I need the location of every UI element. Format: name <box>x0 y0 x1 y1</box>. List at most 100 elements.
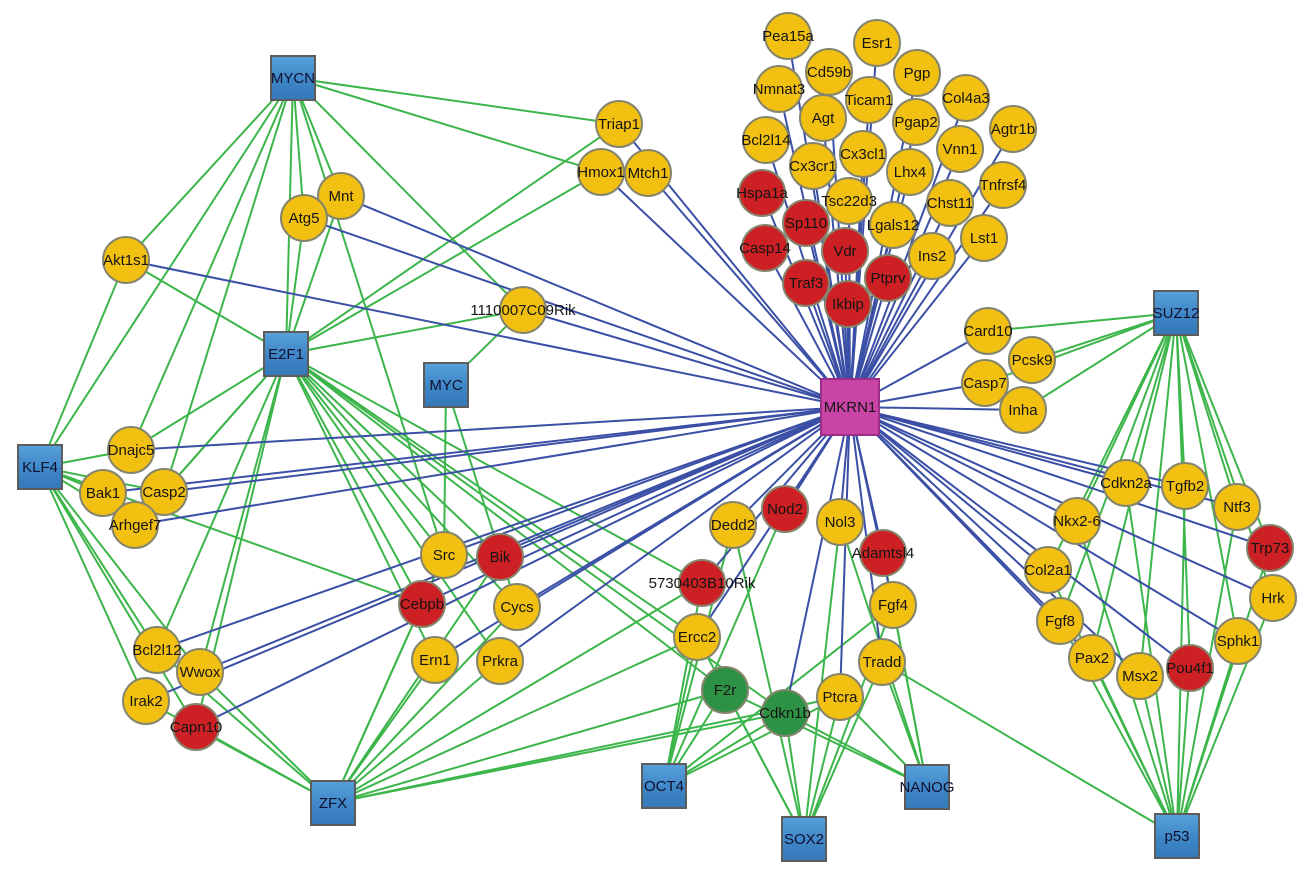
node-SUZ12[interactable]: SUZ12 <box>1153 290 1199 336</box>
edge-p53-Pax2 <box>1091 657 1178 837</box>
node-Pcsk9[interactable]: Pcsk9 <box>1008 336 1056 384</box>
node-label-Mnt: Mnt <box>328 187 354 205</box>
node-label-Lst1: Lst1 <box>969 229 999 247</box>
node-Ercc2[interactable]: Ercc2 <box>673 613 721 661</box>
node-Hmox1[interactable]: Hmox1 <box>577 148 625 196</box>
node-Trp73[interactable]: Trp73 <box>1246 524 1294 572</box>
node-Cebpb[interactable]: Cebpb <box>398 580 446 628</box>
node-E2F1[interactable]: E2F1 <box>263 331 309 377</box>
node-Sphk1[interactable]: Sphk1 <box>1214 617 1262 665</box>
node-Tradd[interactable]: Tradd <box>858 638 906 686</box>
node-Bik[interactable]: Bik <box>476 533 524 581</box>
node-label-Hmox1: Hmox1 <box>577 163 625 181</box>
node-Ikbip[interactable]: Ikbip <box>824 280 872 328</box>
node-Ptcra[interactable]: Ptcra <box>816 673 864 721</box>
node-Tsc22d3[interactable]: Tsc22d3 <box>821 177 877 225</box>
node-Irak2[interactable]: Irak2 <box>122 677 170 725</box>
node-Akt1s1[interactable]: Akt1s1 <box>102 236 150 284</box>
node-p53[interactable]: p53 <box>1154 813 1200 859</box>
node-Bcl2l14[interactable]: Bcl2l14 <box>741 116 791 164</box>
node-Nkx2-6[interactable]: Nkx2-6 <box>1053 497 1101 545</box>
node-F2r[interactable]: F2r <box>701 666 749 714</box>
node-MKRN1[interactable]: MKRN1 <box>820 378 880 436</box>
node-Pou4f1[interactable]: Pou4f1 <box>1166 644 1214 692</box>
node-Src[interactable]: Src <box>420 531 468 579</box>
node-Pax2[interactable]: Pax2 <box>1068 634 1116 682</box>
node-Pgap2[interactable]: Pgap2 <box>892 98 940 146</box>
node-OCT4[interactable]: OCT4 <box>641 763 687 809</box>
node-label-SUZ12: SUZ12 <box>1152 304 1200 322</box>
node-Casp14[interactable]: Casp14 <box>739 224 791 272</box>
node-MYCN[interactable]: MYCN <box>270 55 316 101</box>
edge-ZFX-Bik <box>332 556 501 804</box>
node-Lst1[interactable]: Lst1 <box>960 214 1008 262</box>
node-label-Bcl2l14: Bcl2l14 <box>741 131 791 149</box>
node-Pgp[interactable]: Pgp <box>893 49 941 97</box>
node-Lgals12[interactable]: Lgals12 <box>867 201 919 249</box>
node-Col2a1[interactable]: Col2a1 <box>1024 546 1072 594</box>
edge-MKRN1-Pou4f1 <box>849 406 1191 669</box>
node-Col4a3[interactable]: Col4a3 <box>942 74 990 122</box>
node-Tnfrsf4[interactable]: Tnfrsf4 <box>979 161 1027 209</box>
node-label-Tnfrsf4: Tnfrsf4 <box>979 176 1027 194</box>
node-Cdkn2a[interactable]: Cdkn2a <box>1100 459 1152 507</box>
node-Msx2[interactable]: Msx2 <box>1116 652 1164 700</box>
node-Inha[interactable]: Inha <box>999 386 1047 434</box>
node-Rik1110007C09[interactable]: 1110007C09Rik <box>470 286 576 334</box>
node-Tgfb2[interactable]: Tgfb2 <box>1161 462 1209 510</box>
node-label-Tsc22d3: Tsc22d3 <box>821 192 877 210</box>
node-Ins2[interactable]: Ins2 <box>908 232 956 280</box>
edge-KLF4-Capn10 <box>39 466 197 728</box>
node-SOX2[interactable]: SOX2 <box>781 816 827 862</box>
node-Fgf4[interactable]: Fgf4 <box>869 581 917 629</box>
node-Pea15a[interactable]: Pea15a <box>762 12 814 60</box>
node-Cx3cr1[interactable]: Cx3cr1 <box>789 142 837 190</box>
edge-KLF4-Irak2 <box>39 466 147 702</box>
edge-E2F1-Triap1 <box>285 123 620 355</box>
node-Adamtsl4[interactable]: Adamtsl4 <box>852 529 914 577</box>
node-ZFX[interactable]: ZFX <box>310 780 356 826</box>
node-Ticam1[interactable]: Ticam1 <box>845 76 893 124</box>
node-Nod2[interactable]: Nod2 <box>761 485 809 533</box>
node-Agt[interactable]: Agt <box>799 94 847 142</box>
node-Ptprv[interactable]: Ptprv <box>864 254 912 302</box>
node-Mtch1[interactable]: Mtch1 <box>624 149 672 197</box>
node-Prkra[interactable]: Prkra <box>476 637 524 685</box>
node-MYC[interactable]: MYC <box>423 362 469 408</box>
node-Cdkn1b[interactable]: Cdkn1b <box>759 689 811 737</box>
node-KLF4[interactable]: KLF4 <box>17 444 63 490</box>
node-Nol3[interactable]: Nol3 <box>816 498 864 546</box>
node-label-Vdr: Vdr <box>833 242 857 260</box>
node-Wwox[interactable]: Wwox <box>176 648 224 696</box>
node-Arhgef7[interactable]: Arhgef7 <box>109 501 161 549</box>
node-Hspa1a[interactable]: Hspa1a <box>736 169 788 217</box>
node-Traf3[interactable]: Traf3 <box>782 259 830 307</box>
node-label-Nmnat3: Nmnat3 <box>752 80 806 98</box>
node-Cycs[interactable]: Cycs <box>493 583 541 631</box>
node-Nmnat3[interactable]: Nmnat3 <box>752 65 806 113</box>
node-NANOG[interactable]: NANOG <box>900 764 955 810</box>
node-label-Fgf4: Fgf4 <box>877 596 908 614</box>
node-Atg5[interactable]: Atg5 <box>280 194 328 242</box>
node-Lhx4[interactable]: Lhx4 <box>886 148 934 196</box>
node-Vdr[interactable]: Vdr <box>821 227 869 275</box>
edge-MKRN1-Col2a1 <box>849 406 1049 571</box>
node-Dnajc5[interactable]: Dnajc5 <box>107 426 155 474</box>
node-Rik5730403B10[interactable]: 5730403B10Rik <box>649 559 755 607</box>
node-Hrk[interactable]: Hrk <box>1249 574 1297 622</box>
node-Agtr1b[interactable]: Agtr1b <box>989 105 1037 153</box>
node-label-Esr1: Esr1 <box>861 34 893 52</box>
node-Cx3cl1[interactable]: Cx3cl1 <box>839 130 887 178</box>
node-Cd59b[interactable]: Cd59b <box>805 48 853 96</box>
node-label-E2F1: E2F1 <box>268 345 304 363</box>
node-Capn10[interactable]: Capn10 <box>170 703 222 751</box>
node-Bcl2l12[interactable]: Bcl2l12 <box>132 626 182 674</box>
node-Ntf3[interactable]: Ntf3 <box>1213 483 1261 531</box>
node-Card10[interactable]: Card10 <box>963 307 1013 355</box>
node-Esr1[interactable]: Esr1 <box>853 19 901 67</box>
node-Triap1[interactable]: Triap1 <box>595 100 643 148</box>
node-Ern1[interactable]: Ern1 <box>411 636 459 684</box>
node-Vnn1[interactable]: Vnn1 <box>936 125 984 173</box>
node-Dedd2[interactable]: Dedd2 <box>709 501 757 549</box>
